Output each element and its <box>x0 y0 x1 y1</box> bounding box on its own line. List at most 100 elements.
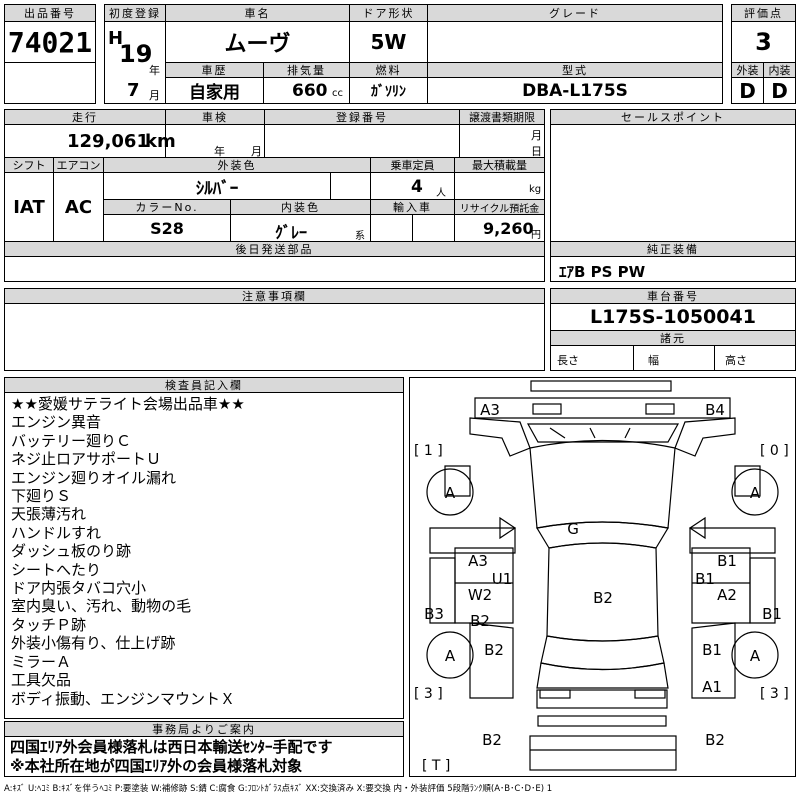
mileage-unit: km <box>145 131 176 152</box>
inspector-line: エンジン廻りオイル漏れ <box>11 468 177 487</box>
transfer-day-unit: 日 <box>531 145 542 158</box>
right-front-door-top <box>689 527 776 554</box>
model-value: DBA-L175S <box>522 80 628 101</box>
model-cell: DBA-L175S <box>427 77 723 104</box>
office-label: 事務局よりご案内 <box>4 721 404 737</box>
mark-tire-rl: A <box>445 647 456 665</box>
tire-front-left <box>426 468 474 516</box>
headlight-left <box>532 403 562 415</box>
capacity-cell: 4 人 <box>370 172 455 200</box>
later-parts-cell <box>4 256 545 282</box>
fuel-label: 燃料 <box>349 62 428 78</box>
lot-no-cell: 74021 <box>4 21 96 63</box>
taillight-left <box>539 689 571 699</box>
bracket-tail: [ T ] <box>422 758 450 774</box>
inspector-line: シートへたり <box>11 560 102 579</box>
car-diagram: A3 B4 A A G A3 U1 W2 B2 B3 B1 B1 A2 B1 B… <box>409 377 796 777</box>
right-rear-quarter <box>691 622 736 699</box>
mileage-cell: 129,061 km <box>4 124 176 158</box>
office-line-2: ※本社所在地が四国ｴﾘｱ外の会員様落札対象 <box>10 757 303 775</box>
tire-rear-right <box>731 631 779 679</box>
first-reg-era: H <box>108 28 124 49</box>
history-label: 車歴 <box>165 62 264 78</box>
history-value: 自家用 <box>189 83 240 103</box>
first-reg-month: 7 <box>127 80 140 101</box>
recycle-cell: 9,260 円 <box>454 214 545 242</box>
back-door <box>536 662 669 689</box>
mark-b1-rear-right: B1 <box>702 641 722 659</box>
hood <box>529 439 676 529</box>
first-reg-label: 初度登録 <box>104 4 166 22</box>
displacement-label: 排気量 <box>263 62 350 78</box>
int-color-label: 内装色 <box>230 199 371 215</box>
spec-length-cell: 長さ <box>550 345 634 371</box>
transfer-deadline-label: 譲渡書類期限 <box>459 109 545 125</box>
mark-b3: B3 <box>424 605 444 623</box>
headlight-right <box>645 403 675 415</box>
max-load-unit: kg <box>529 184 542 195</box>
shift-label: シフト <box>4 157 54 173</box>
inspector-line: タッチＰ跡 <box>11 615 87 634</box>
grade-label: グレード <box>427 4 723 22</box>
mark-b2-center: B2 <box>593 589 613 607</box>
history-cell: 自家用 <box>165 77 264 104</box>
ext-color-label: 外装色 <box>103 157 371 173</box>
import-cell-b <box>412 214 455 242</box>
bracket-rear-left: [ 3 ] <box>414 686 443 702</box>
grade-cell <box>427 21 723 63</box>
model-label: 型式 <box>427 62 723 78</box>
interior-label: 内装 <box>763 62 796 78</box>
exterior-cell: D <box>731 77 764 104</box>
mark-a3-top: A3 <box>480 401 500 419</box>
equipment-value: ｴｱB PS PW <box>559 263 646 281</box>
color-no-label: カラーNo. <box>103 199 231 215</box>
exterior-label: 外装 <box>731 62 764 78</box>
exterior-value: D <box>739 78 756 103</box>
left-front-door-top <box>429 527 516 554</box>
max-load-cell: kg <box>454 172 545 200</box>
ext-color-value: ｼﾙﾊﾞｰ <box>195 178 239 199</box>
mark-g: G <box>567 520 579 538</box>
capacity-label: 乗車定員 <box>370 157 455 173</box>
inspection-year-unit: 年 <box>214 145 225 158</box>
color-no-value: S28 <box>150 218 184 238</box>
inspector-line: ネジ止ロアサポートＵ <box>11 450 162 469</box>
aircon-value: AC <box>64 196 93 218</box>
mark-a3-left: A3 <box>468 552 488 570</box>
aircon-cell: AC <box>53 172 104 242</box>
mark-b1-right-side: B1 <box>762 605 782 623</box>
reg-no-label: 登録番号 <box>264 109 460 125</box>
chassis-cell: L175S-1050041 <box>550 303 796 331</box>
lot-no-label: 出品番号 <box>4 4 96 22</box>
spec-width-cell: 幅 <box>633 345 715 371</box>
equipment-cell: ｴｱB PS PW <box>550 256 796 282</box>
inspector-line: 天張薄汚れ <box>11 505 87 524</box>
later-parts-label: 後日発送部品 <box>4 241 545 257</box>
score-value: 3 <box>755 28 772 56</box>
inspector-line: ダッシュ板のり跡 <box>11 542 132 561</box>
capacity-unit: 人 <box>436 188 446 199</box>
score-cell: 3 <box>731 21 796 63</box>
inspector-line: ミラーＡ <box>11 652 72 671</box>
right-sill <box>749 557 776 624</box>
inspection-cell: 年 月 <box>165 124 265 158</box>
sales-point-cell <box>550 124 796 242</box>
left-front-fender-side <box>444 465 471 497</box>
windshield <box>536 521 669 549</box>
inspection-label: 車検 <box>165 109 265 125</box>
inspector-line: ボディ振動、エンジンマウントＸ <box>11 689 235 708</box>
front-panel <box>474 397 731 419</box>
tire-front-right <box>731 468 779 516</box>
mark-tire-rr: A <box>750 647 761 665</box>
door-cell: 5W <box>349 21 428 63</box>
import-label: 輸入車 <box>370 199 455 215</box>
mark-b2-bottom-left: B2 <box>482 731 502 749</box>
int-color-value: ｸﾞﾚｰ <box>275 223 308 242</box>
inspector-label: 検査員記入欄 <box>4 377 404 393</box>
mark-b2-bottom-right: B2 <box>705 731 725 749</box>
spec-length-label: 長さ <box>557 354 579 367</box>
mark-u1: U1 <box>492 570 513 588</box>
mark-b2-left-door: B2 <box>470 612 490 630</box>
front-grille <box>526 423 680 443</box>
first-reg-year: 19 <box>119 40 153 68</box>
